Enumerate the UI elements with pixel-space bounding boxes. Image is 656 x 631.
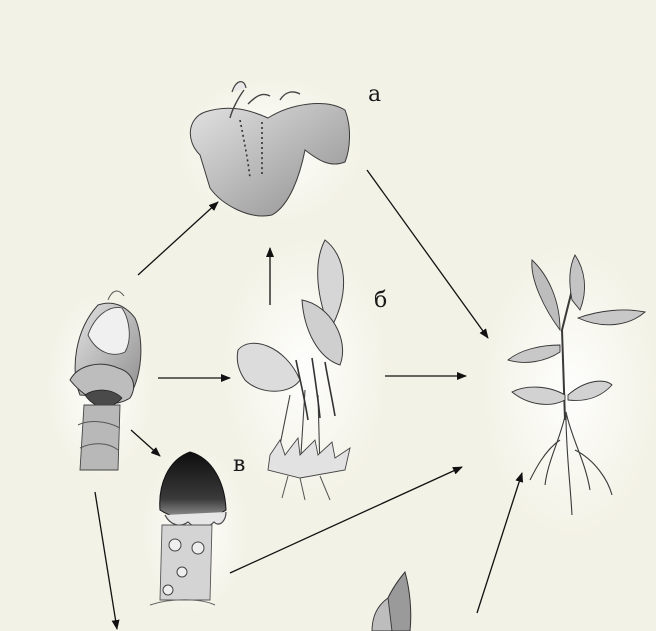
arrow-bud-to-a	[138, 202, 218, 275]
arrow-bud-down	[95, 492, 117, 629]
seedling-with-roots-illustration	[480, 240, 656, 540]
arrow-sprout-to-seedling	[477, 473, 522, 613]
sprout-illustration	[372, 572, 411, 631]
label-b: б	[374, 290, 387, 312]
label-v: в	[233, 454, 245, 476]
opened-bud-illustration	[175, 75, 365, 225]
flowering-plant-illustration	[220, 235, 390, 505]
flower-bud-illustration	[45, 290, 155, 480]
label-a: а	[368, 84, 381, 106]
